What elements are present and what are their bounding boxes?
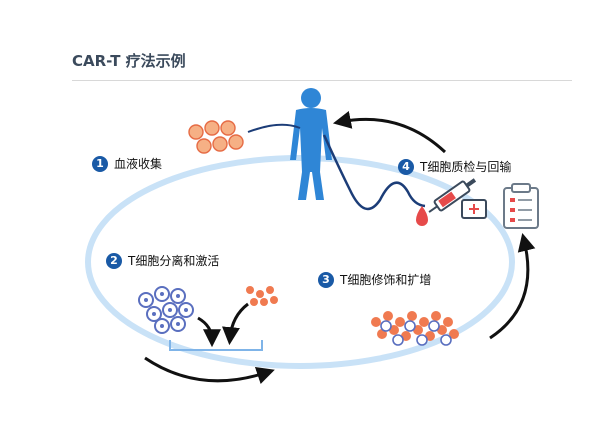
arrow-cells-to-dish: [197, 316, 221, 348]
blood-drop-icon: [416, 206, 428, 226]
step-4: 4 T细胞质检与回输: [398, 158, 511, 175]
blood-tube: [247, 123, 301, 133]
expanded-cells: [371, 311, 459, 341]
step-3: 3 T细胞修饰和扩增: [318, 271, 431, 288]
arrow-bottom: [144, 356, 275, 384]
step-number-4: 4: [398, 158, 414, 175]
step-label-2: T细胞分离和激活: [128, 254, 220, 268]
step-number-2: 2: [106, 252, 122, 269]
step-1: 1 血液收集: [92, 155, 162, 172]
step-label-3: T细胞修饰和扩增: [340, 273, 432, 287]
return-tube: [322, 134, 426, 211]
step-number-1: 1: [92, 155, 108, 172]
process-loop: [85, 155, 515, 369]
human-body-icon: [290, 88, 332, 200]
blood-cell-cluster: [188, 120, 244, 154]
iv-bag-icon: [461, 199, 487, 219]
syringe-icon: [428, 178, 477, 213]
diagram-title: CAR-T 疗法示例: [72, 52, 186, 70]
clipboard-icon: [503, 183, 539, 229]
step-number-3: 3: [318, 271, 334, 288]
step-label-1: 血液收集: [114, 157, 163, 171]
title-divider: [72, 80, 572, 81]
modified-t-cells: [380, 320, 452, 346]
step-label-4: T细胞质检与回输: [420, 160, 512, 174]
arrow-beads-to-dish: [222, 302, 249, 346]
activator-beads: [246, 286, 278, 306]
arrow-up-right: [489, 233, 536, 340]
arrow-to-body: [332, 111, 447, 154]
step-2: 2 T细胞分离和激活: [106, 252, 219, 269]
culture-dish: [169, 340, 263, 351]
